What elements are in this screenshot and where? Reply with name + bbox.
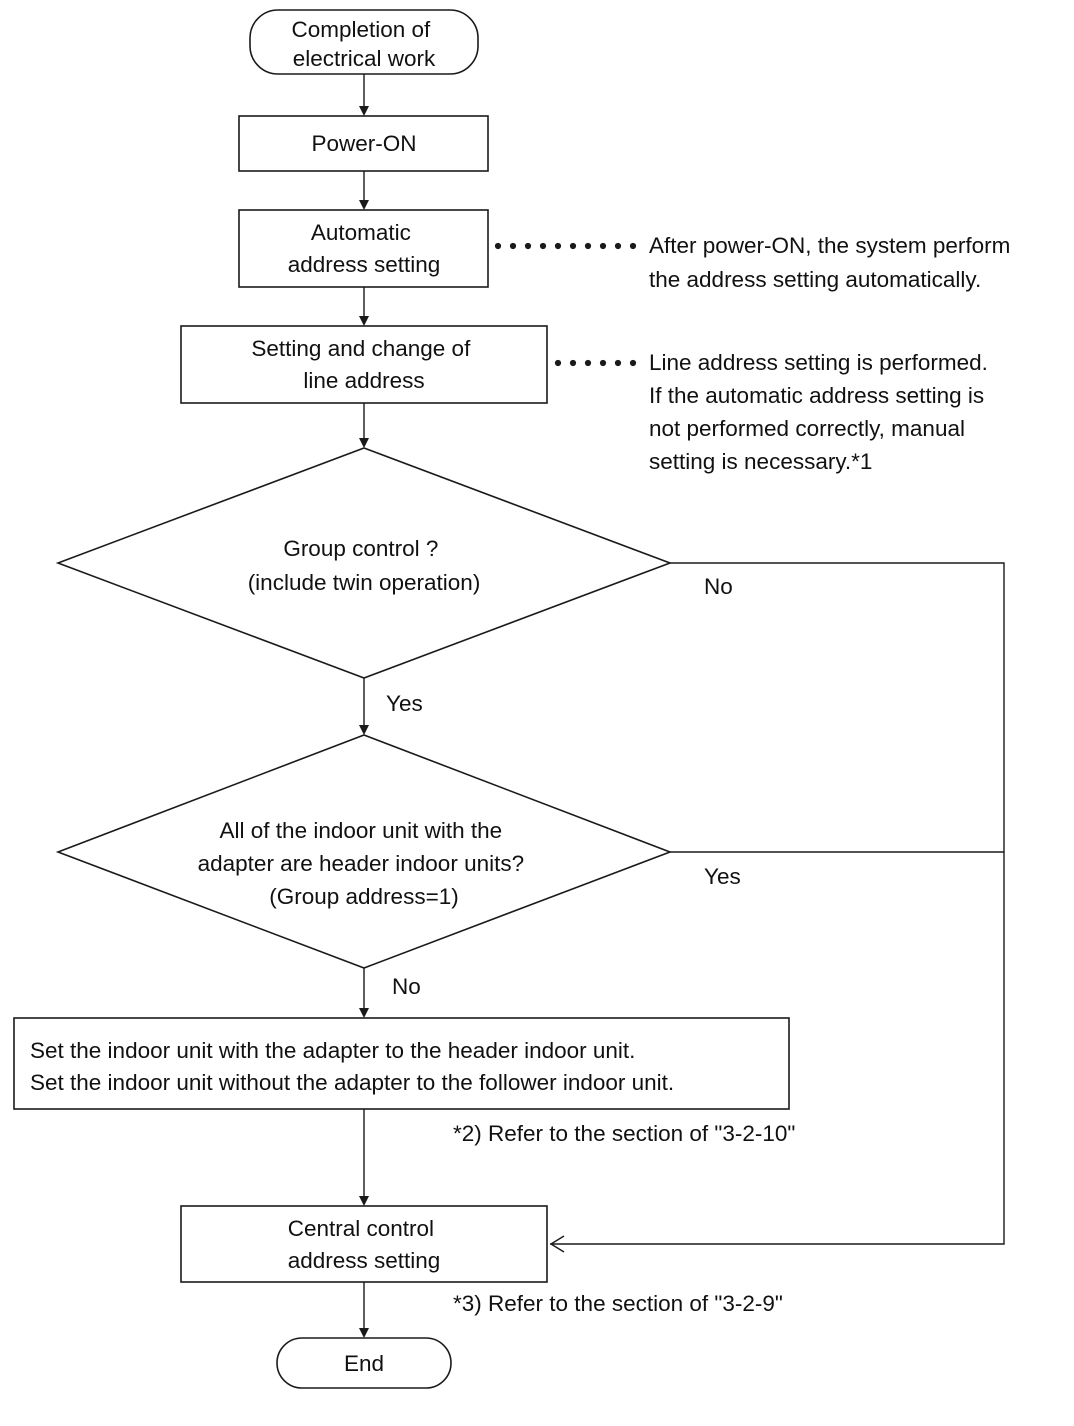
connector-group-no-bypass <box>550 562 1005 1245</box>
auto-address-note-line: After power-ON, the system perform <box>649 233 1010 258</box>
leader-dot <box>614 242 622 250</box>
all-header-decision <box>55 734 673 969</box>
arrowhead <box>359 1008 369 1018</box>
end-label-line: End <box>344 1351 384 1376</box>
central-address-label-line: address setting <box>288 1248 441 1273</box>
end-terminator <box>276 1337 452 1389</box>
arrowhead <box>359 438 369 448</box>
set-units-label-line: Set the indoor unit without the adapter … <box>30 1070 674 1095</box>
auto-address-note: After power-ON, the system perform the a… <box>649 233 1017 292</box>
leader-dot <box>584 242 592 250</box>
node-labels: Completion of electrical work Power-ON A… <box>30 17 674 1376</box>
leader-dot <box>614 359 622 367</box>
set-units-label-line: Set the indoor unit with the adapter to … <box>30 1038 635 1063</box>
arrowhead <box>359 725 369 735</box>
power-on-box <box>238 115 489 172</box>
start-label-line: electrical work <box>293 46 436 71</box>
line-address-label-line: Setting and change of <box>251 336 471 361</box>
line-address-note-line: If the automatic address setting is <box>649 383 984 408</box>
arrowhead <box>359 1196 369 1206</box>
connectors <box>359 74 1005 1338</box>
group-no-label: No <box>704 574 733 599</box>
line-address-label: Setting and change of line address <box>251 336 476 393</box>
central-address-box <box>180 1205 548 1283</box>
auto-address-label-line: Automatic <box>311 220 411 245</box>
leader-dot <box>569 359 577 367</box>
central-address-label: Central control address setting <box>288 1216 441 1273</box>
power-on-label-line: Power-ON <box>311 131 416 156</box>
line-address-note: Line address setting is performed. If th… <box>649 350 994 474</box>
shapes <box>13 9 790 1389</box>
group-control-decision <box>55 447 673 679</box>
line-address-box <box>180 325 548 404</box>
start-label: Completion of electrical work <box>291 17 436 71</box>
header-yes-label: Yes <box>704 864 741 889</box>
leader-dot <box>524 242 532 250</box>
auto-address-label: Automatic address setting <box>288 220 441 277</box>
arrowhead <box>359 106 369 116</box>
all-header-label: All of the indoor unit with the adapter … <box>198 818 531 909</box>
all-header-label-line: adapter are header indoor units? <box>198 851 524 876</box>
leader-dot <box>569 242 577 250</box>
end-label: End <box>344 1351 384 1376</box>
group-control-label-line: Group control ? <box>283 536 438 561</box>
leader-dot <box>599 359 607 367</box>
auto-address-label-line: address setting <box>288 252 441 277</box>
arrowhead <box>359 200 369 210</box>
start-label-line: Completion of <box>291 17 431 42</box>
leader-dot <box>554 359 562 367</box>
leader-dot <box>629 359 637 367</box>
open-arrowhead <box>549 1235 565 1253</box>
refer-3-2-10-note: *2) Refer to the section of "3-2-10" <box>453 1121 795 1146</box>
line-address-note-line: Line address setting is performed. <box>649 350 988 375</box>
header-no-label: No <box>392 974 421 999</box>
annotations: After power-ON, the system perform the a… <box>453 233 1017 1316</box>
line-address-note-line: not performed correctly, manual <box>649 416 965 441</box>
auto-address-box <box>238 209 489 288</box>
line-address-label-line: line address <box>303 368 424 393</box>
all-header-label-line: (Group address=1) <box>269 884 458 909</box>
edge-labels: No Yes Yes No <box>386 574 741 999</box>
group-yes-label: Yes <box>386 691 423 716</box>
leader-dot <box>599 242 607 250</box>
arrowhead <box>359 316 369 326</box>
all-header-label-line: All of the indoor unit with the <box>220 818 503 843</box>
line-address-note-line: setting is necessary.*1 <box>649 449 872 474</box>
group-control-label: Group control ? (include twin operation) <box>248 536 481 595</box>
dot-leader-auto-address <box>494 242 637 250</box>
leader-dot <box>539 242 547 250</box>
leader-dot <box>554 242 562 250</box>
set-units-label: Set the indoor unit with the adapter to … <box>30 1038 674 1095</box>
arrowhead <box>359 1328 369 1338</box>
refer-3-2-9-note: *3) Refer to the section of "3-2-9" <box>453 1291 783 1316</box>
leader-dot <box>494 242 502 250</box>
power-on-label: Power-ON <box>311 131 416 156</box>
dot-leader-line-address <box>554 359 637 367</box>
leader-dot <box>629 242 637 250</box>
set-units-box <box>13 1017 790 1110</box>
start-terminator <box>249 9 479 75</box>
central-address-label-line: Central control <box>288 1216 434 1241</box>
leader-dot <box>509 242 517 250</box>
auto-address-note-line: the address setting automatically. <box>649 267 981 292</box>
leader-dot <box>584 359 592 367</box>
group-control-label-line: (include twin operation) <box>248 570 481 595</box>
